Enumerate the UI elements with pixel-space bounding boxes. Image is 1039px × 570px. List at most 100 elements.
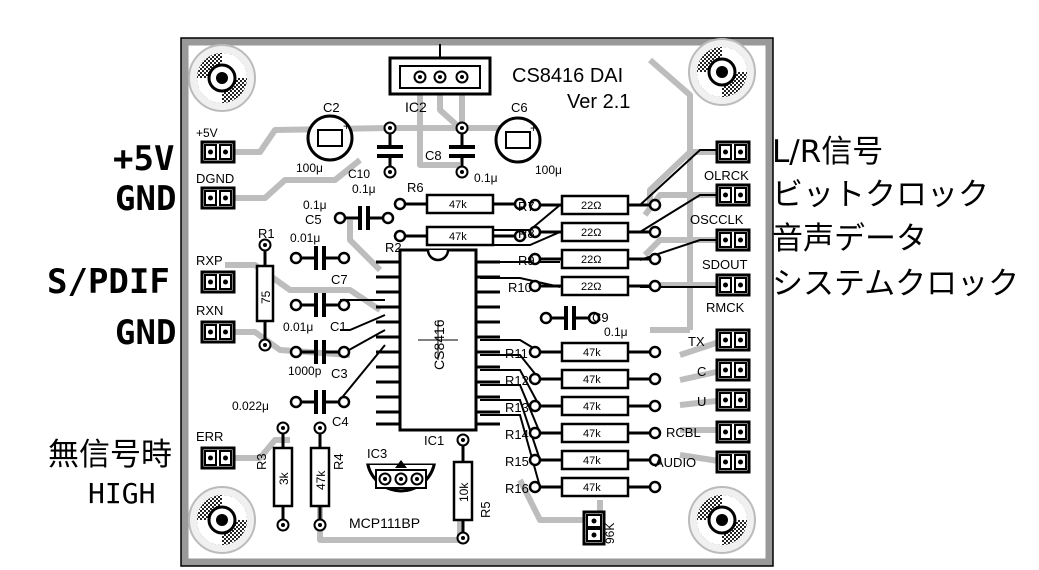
svg-text:47k: 47k bbox=[583, 401, 601, 413]
ic1-cs8416: CS8416 IC1 bbox=[376, 248, 500, 448]
mounting-hole-br bbox=[687, 485, 757, 555]
r4-resistor: 47k R4 bbox=[309, 421, 346, 532]
svg-text:C8: C8 bbox=[425, 148, 442, 163]
svg-text:R2: R2 bbox=[385, 240, 402, 255]
svg-text:0.022μ: 0.022μ bbox=[232, 399, 269, 413]
svg-text:47k: 47k bbox=[583, 428, 601, 440]
svg-text:RMCK: RMCK bbox=[706, 300, 745, 315]
board-title: CS8416 DAI bbox=[512, 65, 623, 87]
svg-text:22Ω: 22Ω bbox=[581, 281, 601, 293]
header-dgnd bbox=[200, 186, 236, 210]
header-u bbox=[715, 388, 751, 412]
svg-text:C7: C7 bbox=[331, 272, 348, 287]
header-oscclk bbox=[715, 228, 751, 252]
svg-text:10k: 10k bbox=[457, 482, 471, 502]
svg-text:TX: TX bbox=[688, 334, 705, 349]
r5-resistor: 10k R5 bbox=[452, 433, 493, 545]
svg-text:100μ: 100μ bbox=[296, 161, 323, 175]
r11-resistor: 47k R11 bbox=[505, 341, 662, 363]
header-err bbox=[200, 446, 236, 470]
r10-resistor: 22Ω R10 bbox=[508, 275, 662, 297]
c10-capacitor: C10 0.1μ bbox=[348, 121, 403, 196]
svg-text:R8: R8 bbox=[518, 226, 535, 241]
label-gnd-power: GND bbox=[115, 179, 177, 219]
svg-text:R9: R9 bbox=[518, 253, 535, 268]
svg-text:C9: C9 bbox=[592, 310, 609, 325]
svg-text:0.01μ: 0.01μ bbox=[290, 231, 320, 245]
svg-text:R13: R13 bbox=[505, 400, 529, 415]
label-spdif: S/PDIF bbox=[47, 262, 170, 302]
c6-capacitor: + C6 100μ bbox=[494, 100, 562, 177]
svg-text:0.1μ: 0.1μ bbox=[352, 182, 376, 196]
svg-text:1000p: 1000p bbox=[288, 364, 322, 378]
r7-resistor: 22Ω R7 bbox=[518, 194, 662, 216]
svg-text:+5V: +5V bbox=[196, 126, 218, 140]
svg-text:R16: R16 bbox=[505, 481, 529, 496]
svg-text:96K: 96K bbox=[603, 523, 617, 544]
svg-text:47k: 47k bbox=[583, 347, 601, 359]
header-lrck bbox=[715, 140, 751, 164]
svg-text:R1: R1 bbox=[258, 226, 275, 241]
svg-text:IC3: IC3 bbox=[367, 446, 387, 461]
svg-text:IC1: IC1 bbox=[424, 433, 444, 448]
svg-text:0.01μ: 0.01μ bbox=[283, 320, 313, 334]
svg-text:47k: 47k bbox=[583, 455, 601, 467]
svg-text:MCP111BP: MCP111BP bbox=[349, 515, 420, 531]
svg-text:47k: 47k bbox=[449, 199, 467, 211]
svg-text:OSCCLK: OSCCLK bbox=[690, 212, 744, 227]
ic2-label: IC2 bbox=[405, 99, 427, 115]
svg-text:22Ω: 22Ω bbox=[581, 227, 601, 239]
header-tx bbox=[715, 328, 751, 352]
header-audio bbox=[715, 450, 751, 474]
svg-text:R5: R5 bbox=[478, 501, 493, 518]
mounting-hole-tl bbox=[187, 43, 257, 113]
svg-text:R7: R7 bbox=[518, 199, 535, 214]
svg-text:C10: C10 bbox=[348, 167, 370, 181]
svg-text:C4: C4 bbox=[332, 414, 349, 429]
svg-text:47k: 47k bbox=[314, 470, 328, 490]
svg-text:3k: 3k bbox=[277, 471, 291, 485]
header-rxn bbox=[200, 320, 236, 344]
svg-text:22Ω: 22Ω bbox=[581, 254, 601, 266]
svg-text:22Ω: 22Ω bbox=[581, 200, 601, 212]
svg-text:C: C bbox=[697, 364, 706, 379]
ic3-reset: IC3 MCP111BP bbox=[349, 446, 436, 531]
svg-text:DGND: DGND bbox=[196, 171, 234, 186]
label-system-clock: システムクロック bbox=[772, 266, 1020, 302]
svg-text:0.1μ: 0.1μ bbox=[474, 171, 498, 185]
label-bit-clock: ビットクロック bbox=[772, 177, 989, 213]
r1-resistor: R1 75 bbox=[255, 226, 275, 352]
svg-text:R15: R15 bbox=[505, 454, 529, 469]
header-rcbl bbox=[715, 420, 751, 444]
header-rxp bbox=[200, 270, 236, 294]
label-lr-signal: L/R信号 bbox=[772, 134, 884, 170]
svg-text:U: U bbox=[697, 394, 706, 409]
c8-capacitor: C8 0.1μ bbox=[425, 121, 498, 185]
header-plus5v bbox=[200, 140, 236, 164]
svg-text:R11: R11 bbox=[505, 346, 528, 361]
label-plus5v: +5V bbox=[113, 139, 175, 179]
svg-text:0.1μ: 0.1μ bbox=[303, 198, 327, 212]
svg-text:AUDIO: AUDIO bbox=[655, 455, 696, 470]
svg-text:CS8416: CS8416 bbox=[431, 319, 447, 370]
svg-text:75: 75 bbox=[259, 290, 273, 304]
svg-text:+: + bbox=[530, 121, 537, 135]
label-gnd-spdif: GND bbox=[115, 313, 177, 353]
board-version: Ver 2.1 bbox=[567, 91, 630, 113]
svg-text:47k: 47k bbox=[583, 374, 601, 386]
r9-resistor: 22Ω R9 bbox=[518, 248, 662, 270]
svg-text:0.1μ: 0.1μ bbox=[604, 325, 628, 339]
svg-text:C3: C3 bbox=[331, 366, 348, 381]
label-high: HIGH bbox=[88, 477, 156, 510]
svg-text:+: + bbox=[343, 119, 350, 133]
header-c bbox=[715, 358, 751, 382]
svg-text:RCBL: RCBL bbox=[666, 425, 701, 440]
jumper-96k: 96K bbox=[582, 510, 617, 546]
svg-text:SDOUT: SDOUT bbox=[702, 257, 748, 272]
svg-text:R10: R10 bbox=[508, 280, 532, 295]
svg-text:OLRCK: OLRCK bbox=[704, 168, 749, 183]
